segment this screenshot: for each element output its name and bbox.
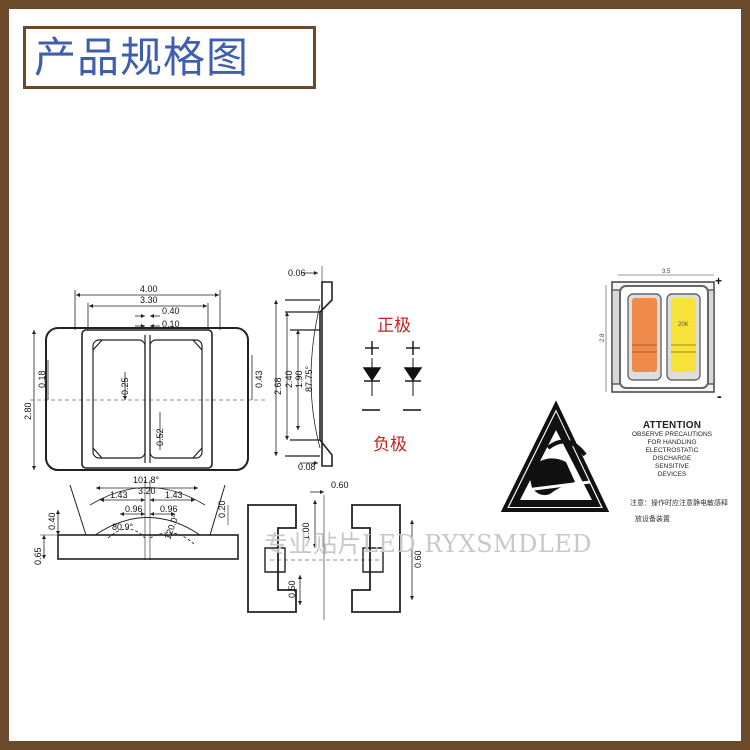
cool-chip [671, 298, 696, 372]
esd-title: ATTENTION [642, 420, 702, 431]
esd-cn-line-2: 放设备装置 [635, 516, 670, 523]
dim-3-30: 3.30 [140, 295, 158, 305]
dim-1-43-right: 1.43 [165, 490, 183, 500]
side-view-drawing [274, 266, 333, 467]
warm-chip [632, 298, 657, 372]
dim-0-43: 0.43 [254, 370, 264, 388]
diode-icon [362, 367, 382, 382]
dim-0-50: 0.50 [287, 580, 297, 598]
photo-dim-height: 2.8 [600, 333, 606, 342]
title-box: 产品规格图 [23, 26, 316, 89]
dim-1-00: 1.00 [301, 522, 311, 540]
dim-0-06: 0.06 [288, 268, 306, 278]
dim-1-43-left: 1.43 [110, 490, 128, 500]
pad-view-labels: 0.60 1.00 0.60 0.50 [287, 480, 423, 598]
lens-view-drawing [40, 480, 239, 560]
esd-line: FOR HANDLING [647, 439, 697, 446]
dim-0-20: 0.20 [217, 500, 227, 518]
photo-dim-width: 3.5 [662, 269, 671, 275]
pad-view-drawing [247, 490, 414, 620]
dim-0-60-top: 0.60 [331, 480, 349, 490]
esd-line: ELECTROSTATIC [645, 447, 699, 454]
esd-line: OBSERVE PRECAUTIONS [631, 431, 713, 438]
cathode-label: 负极 [373, 435, 407, 455]
side-view-labels: 0.06 2.68 2.40 1.90 87.75° 0.08 [273, 268, 316, 472]
dim-1-90: 1.90 [294, 370, 304, 388]
dim-0-96-right: 0.96 [160, 504, 178, 514]
esd-notice: ATTENTION OBSERVE PRECAUTIONS FOR HANDLI… [617, 420, 727, 479]
polarity-symbols [362, 341, 423, 411]
esd-cn-line-1: 注意：操作时应注意静电敏感释 [630, 500, 728, 507]
dim-80-9: 80.9° [112, 522, 134, 532]
dim-87-75: 87.75° [304, 365, 314, 392]
diode-icon [403, 367, 423, 382]
dim-0-96-left: 0.96 [125, 504, 143, 514]
esd-line: DEVICES [657, 471, 687, 478]
top-view-labels: 4.00 3.30 0.40 0.10 0.25 0.52 0.18 2.80 … [23, 284, 264, 446]
dim-0-60-side: 0.60 [413, 550, 423, 568]
dim-4-00: 4.00 [140, 284, 158, 294]
dim-0-52: 0.52 [155, 428, 165, 446]
watermark: 专业贴片LED RYXSMDLED [264, 530, 593, 558]
top-view-drawing [30, 290, 265, 471]
dim-120-0: 120.0° [162, 512, 180, 540]
dim-0-40-side: 0.40 [47, 512, 57, 530]
esd-line: SENSITIVE [655, 463, 689, 470]
dim-3-20: 3.20 [138, 486, 156, 496]
chip-label: 20K [678, 322, 689, 328]
dim-2-80: 2.80 [23, 402, 33, 420]
page-title: 产品规格图 [34, 32, 250, 82]
minus-mark: - [717, 388, 722, 404]
esd-line: DISCHARGE [652, 455, 692, 462]
anode-label: 正极 [377, 316, 411, 336]
esd-warning-icon [500, 400, 610, 512]
dim-101-8: 101.8° [133, 475, 160, 485]
plus-mark: + [715, 274, 722, 288]
dim-0-10: 0.10 [162, 319, 180, 329]
dim-0-65: 0.65 [33, 547, 43, 565]
dim-0-40: 0.40 [162, 306, 180, 316]
dim-2-40: 2.40 [284, 370, 294, 388]
product-photo: 3.5 2.8 20K + - [600, 269, 722, 404]
dim-0-25: 0.25 [120, 377, 130, 395]
dim-0-08: 0.08 [298, 462, 316, 472]
dim-0-18: 0.18 [37, 370, 47, 388]
dim-2-68: 2.68 [273, 377, 283, 395]
